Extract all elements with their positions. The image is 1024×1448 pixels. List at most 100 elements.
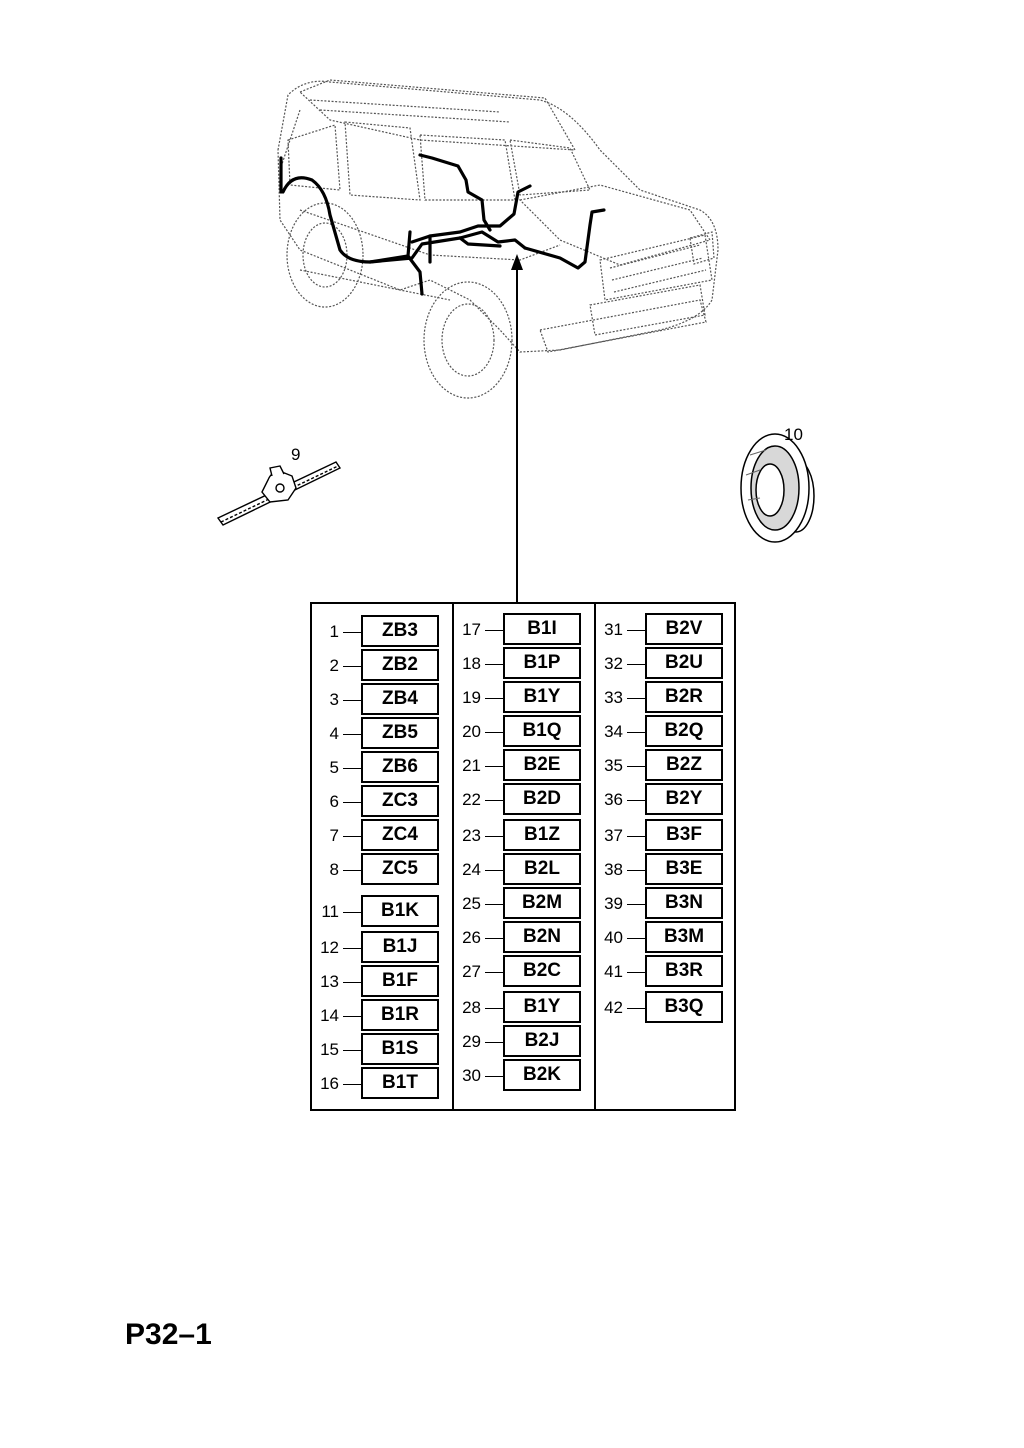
leader-line <box>343 734 361 735</box>
connector-number: 37 <box>604 826 623 845</box>
connector-number: 11 <box>321 902 339 921</box>
connector-number: 41 <box>604 962 623 981</box>
connector-code-box: B1R <box>361 999 439 1031</box>
connector-number: 25 <box>462 894 481 913</box>
leader-line <box>627 1008 645 1009</box>
connector-number: 35 <box>604 756 623 775</box>
leader-line <box>485 870 503 871</box>
connector-number: 20 <box>462 722 481 741</box>
leader-line <box>485 664 503 665</box>
pointer-arrow <box>511 254 523 603</box>
connector-code-box: B1Q <box>503 715 581 747</box>
leader-line <box>485 1042 503 1043</box>
connector-code-box: B3R <box>645 955 723 987</box>
connector-number: 7 <box>329 826 339 845</box>
connector-number: 3 <box>329 690 339 709</box>
leader-line <box>343 836 361 837</box>
leader-line <box>343 1050 361 1051</box>
connector-number: 13 <box>320 972 339 991</box>
connector-number: 4 <box>329 724 339 743</box>
leader-line <box>343 768 361 769</box>
leader-line <box>627 836 645 837</box>
connector-code-box: B1F <box>361 965 439 997</box>
leader-line <box>343 632 361 633</box>
connector-code-box: ZB5 <box>361 717 439 749</box>
connector-code-box: ZC5 <box>361 853 439 885</box>
connector-code-box: B2V <box>645 613 723 645</box>
connector-number: 36 <box>604 790 623 809</box>
leader-line <box>627 630 645 631</box>
leader-line <box>343 1084 361 1085</box>
connector-number: 16 <box>320 1074 339 1093</box>
callout-grommet: 10 <box>784 425 803 444</box>
leader-line <box>485 938 503 939</box>
connector-code-box: B2C <box>503 955 581 987</box>
connector-number: 24 <box>462 860 481 879</box>
callout-clip: 9 <box>291 445 301 464</box>
connector-number: 22 <box>462 790 481 809</box>
connector-number: 14 <box>320 1006 339 1025</box>
cable-clip-drawing <box>216 461 342 526</box>
connector-code-box: B3Q <box>645 991 723 1023</box>
connector-number: 17 <box>462 620 481 639</box>
leader-line <box>485 836 503 837</box>
connector-number: 2 <box>329 656 339 675</box>
leader-line <box>343 982 361 983</box>
connector-code-box: B2L <box>503 853 581 885</box>
connector-number: 39 <box>604 894 623 913</box>
leader-line <box>627 870 645 871</box>
leader-line <box>627 938 645 939</box>
vehicle-drawing <box>277 79 719 399</box>
leader-line <box>485 766 503 767</box>
connector-code-box: B1J <box>361 931 439 963</box>
leader-line <box>627 766 645 767</box>
connector-number: 8 <box>329 860 339 879</box>
leader-line <box>627 664 645 665</box>
connector-number: 19 <box>462 688 481 707</box>
connector-number: 23 <box>462 826 481 845</box>
connector-table-frame <box>310 602 736 1111</box>
connector-code-box: B1Y <box>503 991 581 1023</box>
connector-code-box: B2Y <box>645 783 723 815</box>
connector-number: 28 <box>462 998 481 1017</box>
leader-line <box>485 732 503 733</box>
connector-code-box: B1S <box>361 1033 439 1065</box>
leader-line <box>627 732 645 733</box>
connector-number: 38 <box>604 860 623 879</box>
connector-number: 21 <box>462 756 481 775</box>
connector-number: 5 <box>329 758 339 777</box>
leader-line <box>485 800 503 801</box>
connector-code-box: ZC4 <box>361 819 439 851</box>
leader-line <box>343 912 361 913</box>
connector-code-box: ZB4 <box>361 683 439 715</box>
connector-number: 30 <box>462 1066 481 1085</box>
connector-code-box: B1Z <box>503 819 581 851</box>
connector-number: 15 <box>320 1040 339 1059</box>
connector-code-box: B1K <box>361 895 439 927</box>
leader-line <box>627 698 645 699</box>
connector-number: 12 <box>320 938 339 957</box>
connector-code-box: B3N <box>645 887 723 919</box>
connector-code-box: B2Q <box>645 715 723 747</box>
connector-number: 18 <box>462 654 481 673</box>
connector-code-box: B2K <box>503 1059 581 1091</box>
connector-code-box: B1I <box>503 613 581 645</box>
connector-code-box: ZC3 <box>361 785 439 817</box>
connector-code-box: ZB6 <box>361 751 439 783</box>
connector-code-box: B3F <box>645 819 723 851</box>
leader-line <box>627 800 645 801</box>
connector-code-box: B2E <box>503 749 581 781</box>
connector-code-box: B3M <box>645 921 723 953</box>
leader-line <box>343 948 361 949</box>
connector-number: 29 <box>462 1032 481 1051</box>
connector-code-box: B2D <box>503 783 581 815</box>
leader-line <box>343 1016 361 1017</box>
leader-line <box>485 698 503 699</box>
connector-code-box: B3E <box>645 853 723 885</box>
connector-number: 40 <box>604 928 623 947</box>
connector-code-box: B2Z <box>645 749 723 781</box>
connector-code-box: B1T <box>361 1067 439 1099</box>
connector-code-box: ZB3 <box>361 615 439 647</box>
connector-code-box: B1Y <box>503 681 581 713</box>
